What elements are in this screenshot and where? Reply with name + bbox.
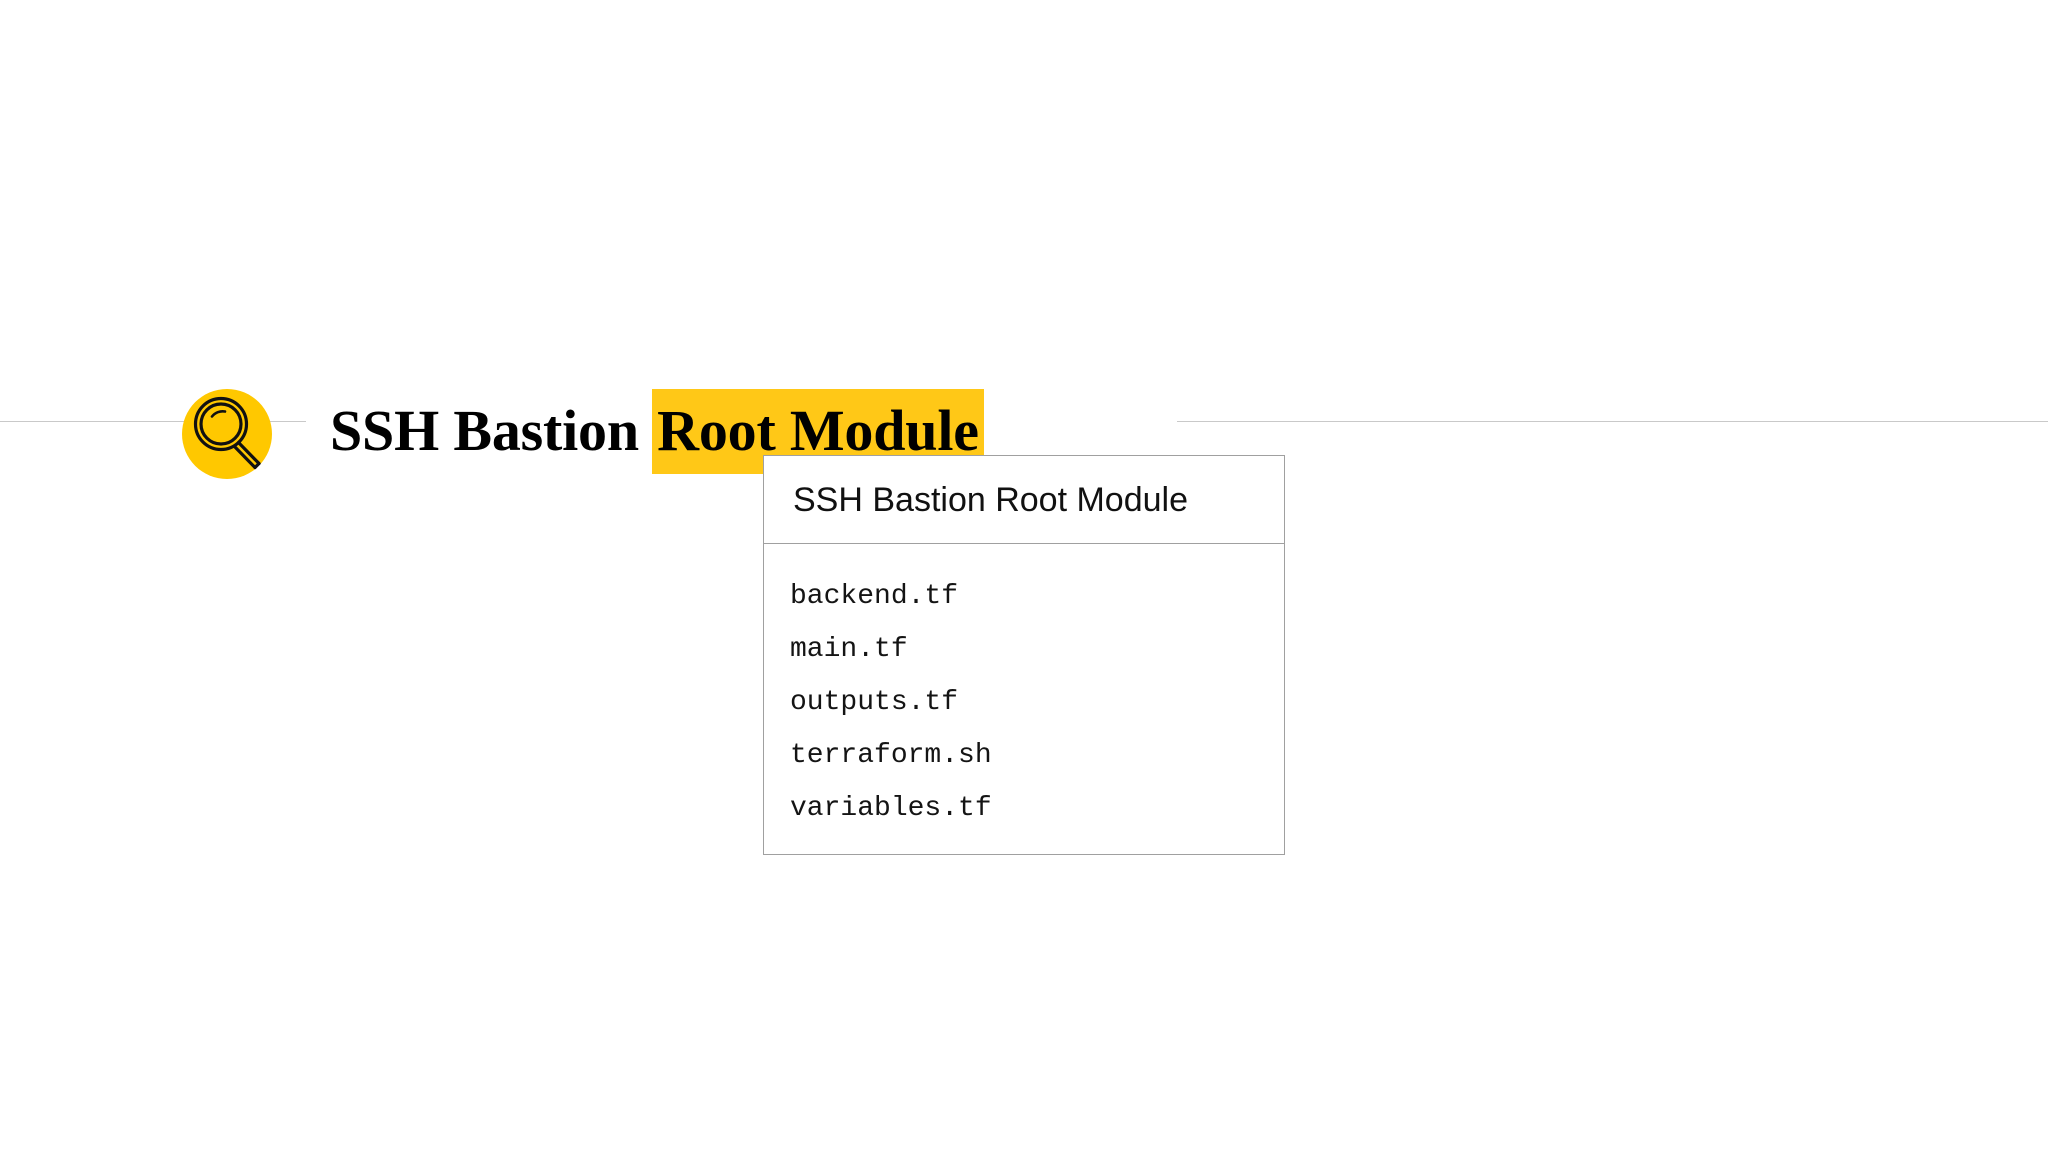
- module-card-title: SSH Bastion Root Module: [793, 480, 1188, 519]
- list-item: backend.tf: [790, 581, 959, 612]
- module-file-list: backend.tf main.tf outputs.tf terraform.…: [764, 544, 1284, 835]
- page-title-plain: SSH Bastion: [330, 398, 654, 463]
- header-rule-left: [0, 421, 306, 422]
- slide-header: SSH Bastion Root Module: [0, 180, 2048, 479]
- list-item: outputs.tf: [790, 687, 959, 718]
- list-item: main.tf: [790, 634, 908, 665]
- list-item: terraform.sh: [790, 740, 992, 771]
- header-rule-right: [1177, 421, 2048, 422]
- magnifying-glass-icon: [193, 396, 261, 470]
- page-title-highlight: Root Module: [652, 389, 984, 474]
- page-title: SSH Bastion Root Module: [330, 389, 984, 474]
- module-card-header: SSH Bastion Root Module: [764, 456, 1284, 544]
- header-badge: [182, 389, 272, 479]
- list-item: variables.tf: [790, 793, 992, 824]
- module-card: SSH Bastion Root Module backend.tf main.…: [763, 455, 1285, 855]
